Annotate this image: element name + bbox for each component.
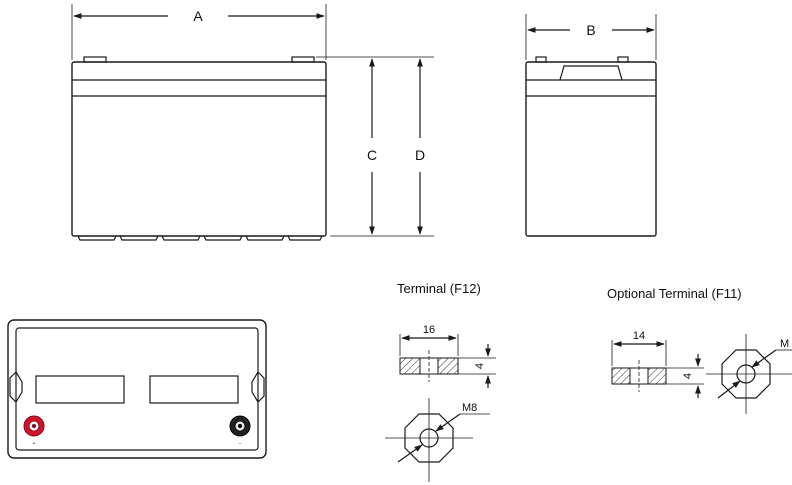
- f11-thread-leader-b: [751, 349, 777, 368]
- side-view: B: [525, 14, 657, 237]
- front-view: A C D: [71, 4, 434, 241]
- f11-width-label: 14: [633, 330, 645, 342]
- f12-thread-leader-b: [435, 413, 461, 432]
- f11-octagon-outline: [721, 349, 771, 399]
- f11-thread-label: M: [780, 338, 789, 350]
- negative-terminal-icon: [229, 415, 251, 437]
- side-handle: [559, 65, 623, 81]
- f11-thread-leader-a: [717, 380, 741, 399]
- top-label-window-right: [149, 375, 239, 404]
- positive-terminal-icon: [23, 415, 45, 437]
- f12-octagon-outline: [404, 413, 454, 463]
- side-terminal-right: [617, 56, 629, 63]
- terminal-f11-heading: Optional Terminal (F11): [607, 286, 742, 301]
- front-terminal-right: [291, 56, 315, 63]
- positive-terminal-label: +: [33, 441, 36, 447]
- f12-thread-label: M8: [462, 402, 477, 414]
- terminal-f11-detail: Optional Terminal (F11) 14 4 M: [607, 286, 792, 414]
- top-view: + −: [7, 319, 267, 459]
- front-battery-body: [71, 61, 327, 237]
- f11-thickness-label: 4: [682, 373, 694, 379]
- negative-terminal-label: −: [239, 441, 242, 447]
- dim-d-label: D: [415, 147, 425, 163]
- f12-thickness-label: 4: [474, 363, 486, 369]
- top-clip-left: [9, 371, 23, 403]
- f12-width-label: 16: [423, 324, 435, 336]
- front-terminal-left: [83, 56, 107, 63]
- terminal-f12-detail: Terminal (F12) 16 4 M8: [385, 281, 496, 482]
- top-battery-inner-outline: [15, 327, 259, 451]
- f12-thread-leader-a: [397, 444, 423, 463]
- side-battery-body: [525, 61, 657, 237]
- top-battery-outline: [7, 319, 267, 459]
- terminal-f12-heading: Terminal (F12): [397, 281, 481, 296]
- dim-b-label: B: [586, 22, 595, 38]
- dim-a-label: A: [193, 8, 203, 24]
- top-label-window-left: [35, 375, 125, 404]
- front-feet: [77, 235, 323, 241]
- dim-c-label: C: [367, 147, 377, 163]
- top-clip-right: [251, 371, 265, 403]
- side-terminal-left: [535, 56, 547, 63]
